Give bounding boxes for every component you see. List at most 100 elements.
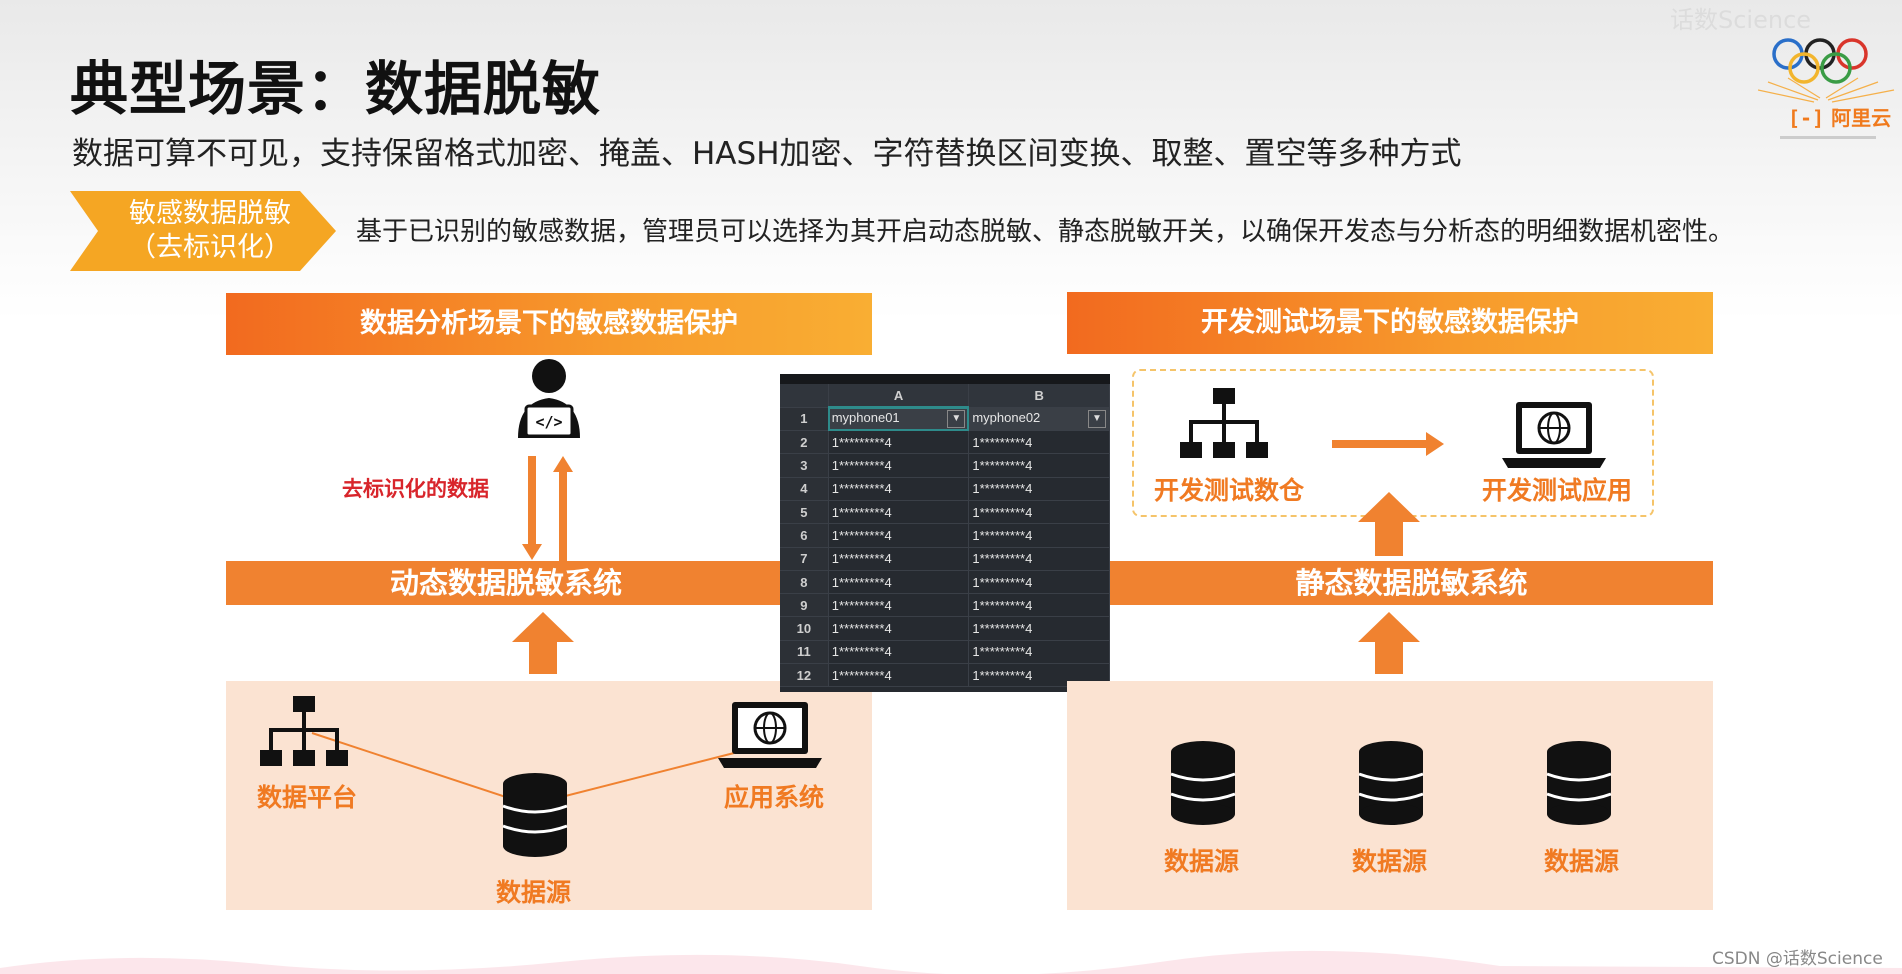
row-number[interactable]: 6 xyxy=(780,523,829,548)
table-cell[interactable]: 1*********4 xyxy=(968,523,1110,548)
cell-value: myphone02 xyxy=(972,409,1041,425)
row-number[interactable]: 10 xyxy=(780,616,829,641)
row-number[interactable]: 11 xyxy=(780,640,829,665)
table-cell[interactable]: 1*********4 xyxy=(968,593,1110,618)
cell-value: 1*********4 xyxy=(831,574,892,590)
app-system-label: 应用系统 xyxy=(724,783,825,812)
tag-description: 基于已识别的敏感数据，管理员可以选择为其开启动态脱敏、静态脱敏开关，以确保开发态… xyxy=(356,217,1735,247)
sheet-corner xyxy=(780,384,829,408)
row-number[interactable]: 3 xyxy=(780,453,829,478)
laptop-globe-icon xyxy=(716,700,824,772)
cell-value: 1*********4 xyxy=(831,504,892,520)
bidirectional-arrows xyxy=(520,452,580,564)
table-cell[interactable]: 1*********4 xyxy=(968,453,1110,478)
table-cell[interactable]: 1*********4 xyxy=(968,640,1110,665)
svg-text:</>: </> xyxy=(535,413,562,431)
cell-value: 1*********4 xyxy=(972,644,1033,660)
table-cell[interactable]: 1*********4 xyxy=(828,453,970,478)
data-source-label: 数据源 xyxy=(496,878,572,907)
cell-value: 1*********4 xyxy=(972,551,1033,567)
table-cell[interactable]: 1*********4 xyxy=(828,500,970,525)
table-cell[interactable]: 1*********4 xyxy=(828,547,970,571)
filter-dropdown-icon[interactable]: ▼ xyxy=(947,410,966,429)
cell-value: 1*********4 xyxy=(972,597,1033,613)
table-cell[interactable]: 1*********4 xyxy=(968,547,1110,571)
cell-value: 1*********4 xyxy=(831,551,892,567)
cell-value: 1*********4 xyxy=(831,527,892,543)
row-number[interactable]: 9 xyxy=(780,593,829,618)
table-cell[interactable]: 1*********4 xyxy=(968,616,1110,641)
row-number[interactable]: 7 xyxy=(780,547,829,571)
page-subtitle: 数据可算不可见，支持保留格式加密、掩盖、HASH加密、字符替换区间变换、取整、置… xyxy=(72,136,1462,172)
row-number[interactable]: 8 xyxy=(780,570,829,595)
olympic-rings-icon xyxy=(1757,38,1895,139)
column-header-a[interactable]: A xyxy=(828,384,970,409)
table-cell[interactable]: 1*********4 xyxy=(968,570,1110,595)
static-masking-system-label: 静态数据脱敏系统 xyxy=(1295,566,1528,600)
cell-value: 1*********4 xyxy=(831,597,892,613)
watermark: CSDN @话数Science xyxy=(1712,949,1883,969)
cell-value: 1*********4 xyxy=(972,667,1033,683)
logo-text: [-] 阿里云 xyxy=(1788,106,1892,130)
cell-value: 1*********4 xyxy=(831,458,892,474)
deidentified-data-label: 去标识化的数据 xyxy=(342,477,489,501)
cell-value: 1*********4 xyxy=(972,527,1033,543)
tag-line-1: 敏感数据脱敏 xyxy=(129,198,291,229)
row-number[interactable]: 1 xyxy=(780,407,829,432)
sensitive-data-tag: 敏感数据脱敏 （去标识化） xyxy=(70,191,336,271)
table-cell[interactable]: myphone02 ▼ xyxy=(968,407,1110,432)
cell-value: 1*********4 xyxy=(972,458,1033,474)
table-cell[interactable]: 1*********4 xyxy=(828,570,970,595)
cell-value: 1*********4 xyxy=(831,667,892,683)
cell-value: 1*********4 xyxy=(831,481,892,497)
filter-dropdown-icon[interactable]: ▼ xyxy=(1088,409,1106,428)
database-icon xyxy=(1170,740,1236,826)
devtest-app-label: 开发测试应用 xyxy=(1482,476,1633,505)
table-cell[interactable]: 1*********4 xyxy=(828,616,970,641)
column-header-b[interactable]: B xyxy=(968,384,1110,408)
up-arrow-icon xyxy=(1358,612,1420,674)
row-number[interactable]: 2 xyxy=(780,430,829,455)
table-cell[interactable]: 1*********4 xyxy=(828,663,970,688)
row-number[interactable]: 4 xyxy=(780,477,829,501)
devtest-warehouse-label: 开发测试数仓 xyxy=(1154,476,1305,505)
analysis-scenario-header: 数据分析场景下的敏感数据保护 xyxy=(226,293,872,355)
dynamic-masking-system-label: 动态数据脱敏系统 xyxy=(389,566,622,600)
table-cell[interactable]: 1*********4 xyxy=(968,430,1110,455)
cell-value: 1*********4 xyxy=(972,504,1033,520)
table-cell[interactable]: 1*********4 xyxy=(968,477,1110,501)
table-cell[interactable]: 1*********4 xyxy=(828,477,970,501)
table-cell[interactable]: myphone01 ▼ xyxy=(828,407,970,432)
cell-value: 1*********4 xyxy=(831,644,892,660)
right-arrow-icon xyxy=(1332,432,1444,456)
cell-value: 1*********4 xyxy=(972,434,1033,450)
data-source-label-1: 数据源 xyxy=(1164,847,1240,876)
cell-value: 1*********4 xyxy=(972,481,1033,497)
table-cell[interactable]: 1*********4 xyxy=(828,640,970,665)
static-masking-system-bar: 静态数据脱敏系统 xyxy=(1110,561,1713,605)
table-cell[interactable]: 1*********4 xyxy=(828,523,970,548)
table-cell[interactable]: 1*********4 xyxy=(828,430,970,455)
cell-value: 1*********4 xyxy=(831,621,892,637)
row-number[interactable]: 5 xyxy=(780,500,829,525)
cell-value: 1*********4 xyxy=(972,574,1033,590)
decorative-wave xyxy=(0,950,1902,974)
row-number[interactable]: 12 xyxy=(780,663,829,688)
cell-value: myphone01 xyxy=(831,410,900,426)
table-cell[interactable]: 1*********4 xyxy=(968,500,1110,525)
table-cell[interactable]: 1*********4 xyxy=(828,593,970,618)
database-icon xyxy=(1358,740,1424,826)
